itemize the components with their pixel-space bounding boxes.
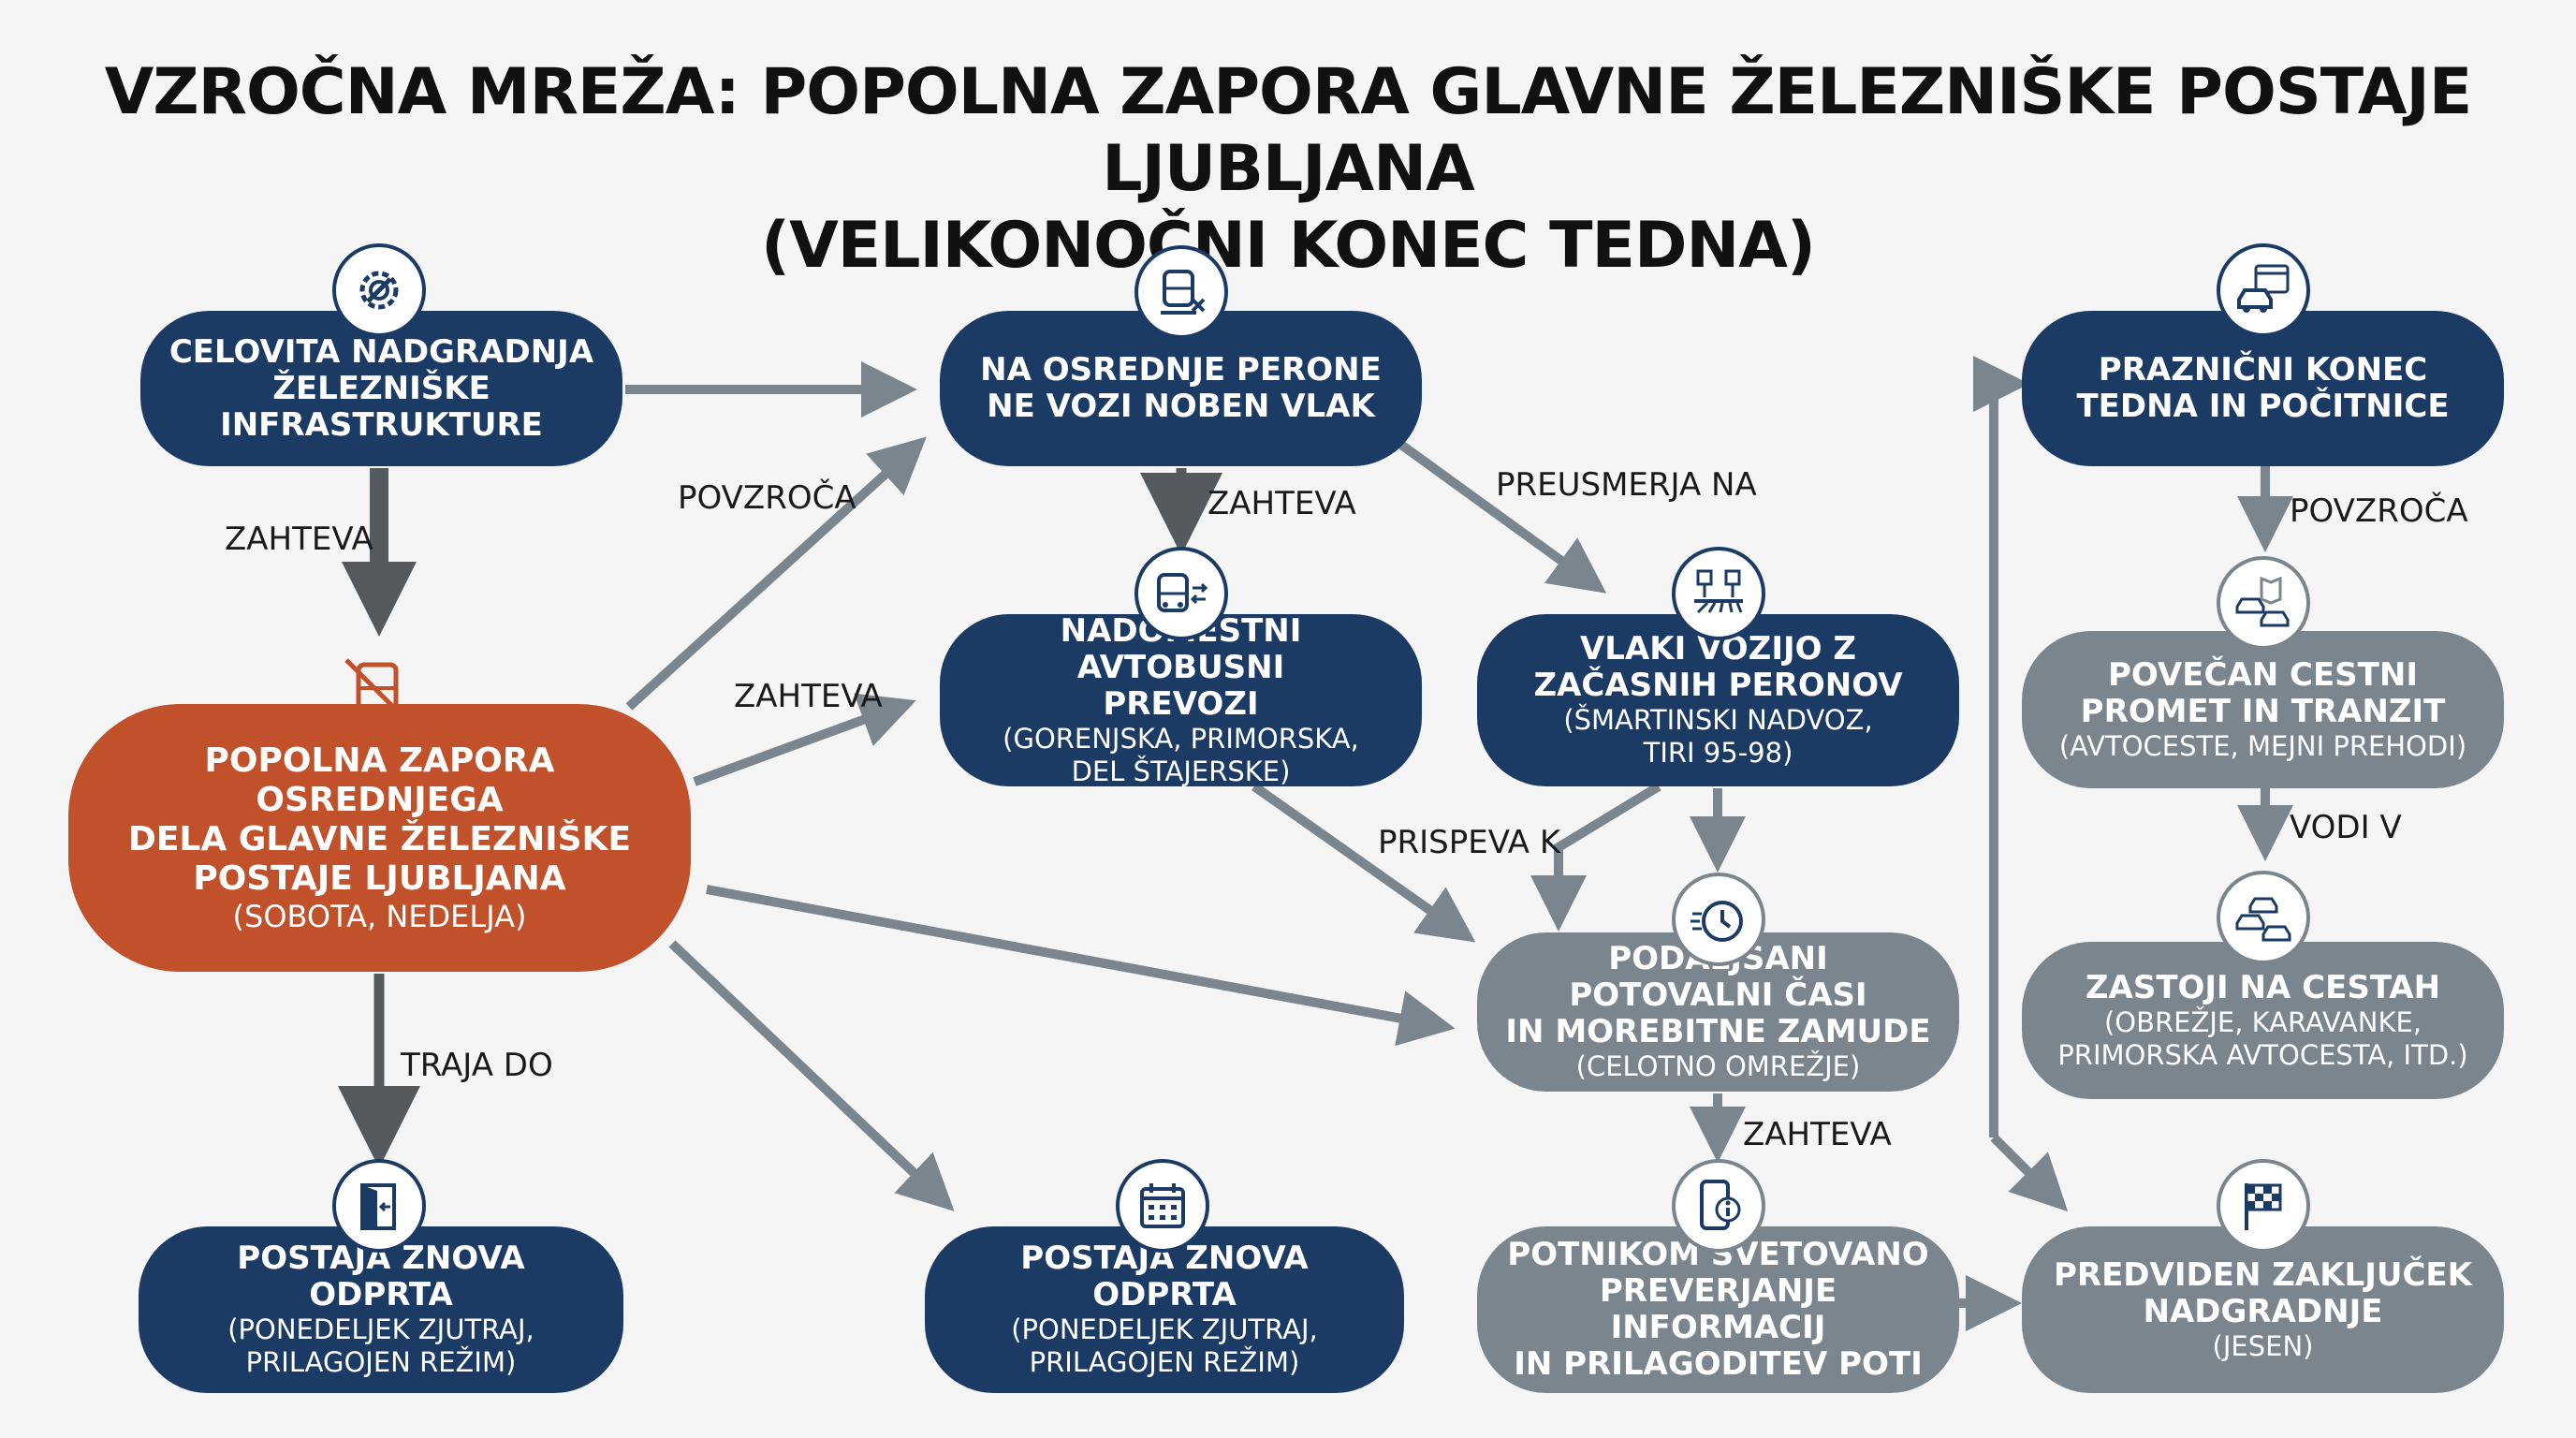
phone-info-icon: [1672, 1159, 1765, 1253]
arrow-buses-travel: [1251, 782, 1476, 943]
edge-label-closure-buses: ZAHTEVA: [734, 678, 883, 715]
node-reopen-left: POSTAJA ZNOVA ODPRTA (PONEDELJEK ZJUTRAJ…: [139, 1226, 623, 1393]
edge-label-closure-notrains: POVZROČA: [678, 479, 856, 517]
node-passenger-advice: POTNIKOM SVETOVANO PREVERJANJE INFORMACI…: [1477, 1226, 1959, 1393]
edge-label-holiday-traffic: POVZROČA: [2290, 492, 2468, 530]
arrow-connector-completion: [1990, 1134, 2069, 1212]
node-station-closure: POPOLNA ZAPORA OSREDNJEGA DELA GLAVNE ŽE…: [68, 704, 691, 972]
car-calendar-icon: [2217, 243, 2310, 337]
title-line-1: VZROČNA MREŽA: POPOLNA ZAPORA GLAVNE ŽEL…: [104, 55, 2473, 206]
traffic-jam-icon: [2217, 871, 2310, 964]
finish-flag-icon: [2217, 1159, 2310, 1253]
node-infra-upgrade: CELOVITA NADGRADNJA ŽELEZNIŠKE INFRASTRU…: [140, 311, 622, 466]
arrow-closure-reopen2: [668, 940, 955, 1211]
node-road-traffic: POVEČAN CESTNI PROMET IN TRANZIT (AVTOCE…: [2022, 631, 2504, 788]
arrow-temp-travel-contrib: [1530, 782, 1661, 932]
title-line-2: (VELIKONOČNI KONEC TEDNA): [760, 209, 1816, 283]
clock-speed-icon: [1672, 873, 1765, 966]
door-open-icon: [332, 1159, 426, 1253]
node-traffic-jams: ZASTOJI NA CESTAH (OBREŽJE, KARAVANKE, P…: [2022, 942, 2504, 1099]
node-upgrade-completion: PREDVIDEN ZAKLJUČEK NADGRADNJE (JESEN): [2022, 1226, 2504, 1393]
arrow-closure-travel: [706, 885, 1456, 1047]
calendar-icon: [1116, 1159, 1209, 1253]
edge-label-travel-advice: ZAHTEVA: [1743, 1116, 1892, 1153]
edge-label-contributes: PRISPEVA K: [1378, 824, 1561, 861]
cars-map-icon: [2217, 556, 2310, 650]
no-train-icon: [332, 646, 426, 740]
edge-label-closure-reopen: TRAJA DO: [401, 1047, 553, 1084]
page-title: VZROČNA MREŽA: POPOLNA ZAPORA GLAVNE ŽEL…: [0, 54, 2576, 285]
arrow-notrains-temp: [1392, 435, 1607, 594]
node-replacement-buses: NADOMESTNI AVTOBUSNI PREVOZI (GORENJSKA,…: [940, 612, 1422, 787]
gear-wrench-icon: [332, 243, 426, 337]
arrow-closure-notrains: [625, 436, 927, 711]
node-no-trains: NA OSREDNJE PERONE NE VOZI NOBEN VLAK: [940, 311, 1422, 466]
edge-label-notrains-temp: PREUSMERJA NA: [1496, 466, 1757, 504]
platform-icon: [1672, 547, 1765, 640]
train-cancel-icon: [1134, 245, 1228, 339]
edge-label-traffic-jams: VODI V: [2290, 809, 2402, 846]
arrow-closure-buses: [693, 693, 916, 786]
node-temporary-platforms: VLAKI VOZIJO Z ZAČASNIH PERONOV (ŠMARTIN…: [1477, 614, 1959, 786]
bus-icon: [1134, 547, 1228, 640]
edge-label-notrains-buses: ZAHTEVA: [1208, 485, 1356, 522]
arrow-connector-holiday: [1973, 356, 2029, 1137]
edge-label-infra-closure: ZAHTEVA: [225, 521, 373, 558]
